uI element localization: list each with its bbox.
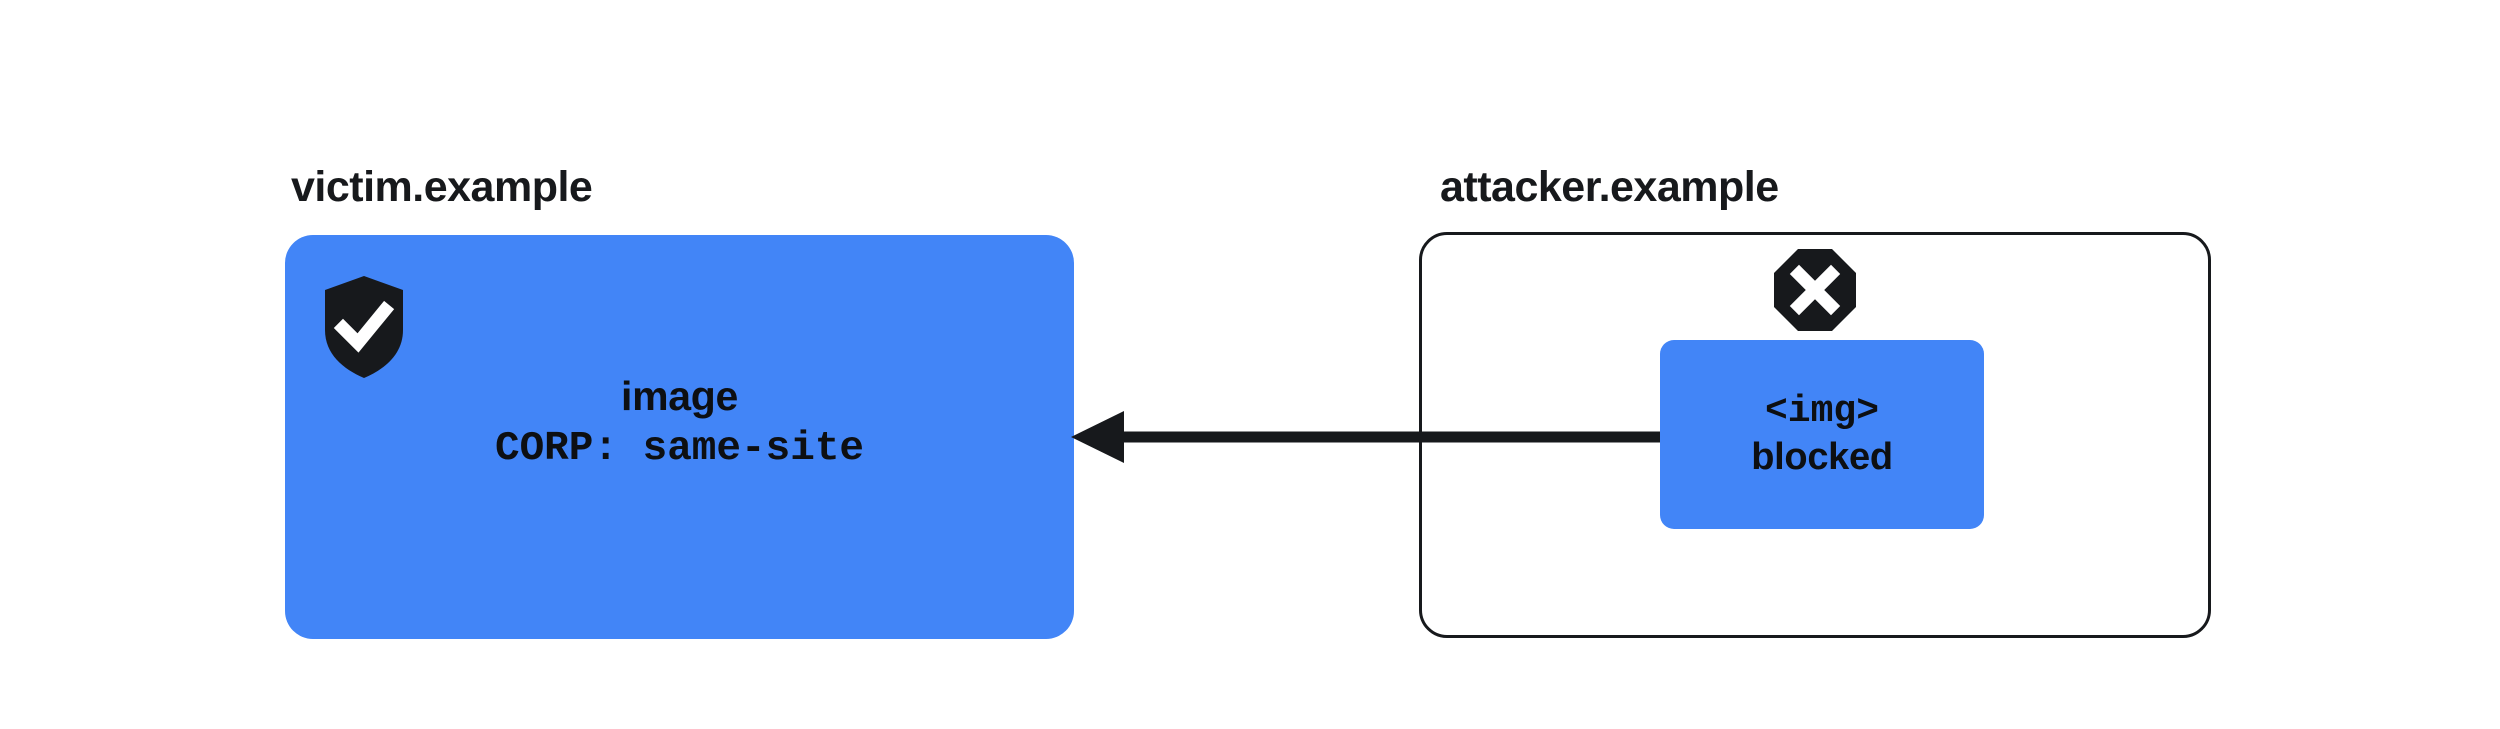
group-box-victim	[285, 235, 1074, 639]
resource-name: image	[621, 373, 738, 419]
resource-corp-header: CORP: same-site	[494, 426, 865, 473]
img-tag-label: <img>	[1764, 389, 1880, 433]
group-label-attacker: attacker.example	[1440, 163, 1779, 211]
img-element-chip: <img> blocked	[1660, 340, 1984, 529]
shield-check-icon	[325, 276, 403, 378]
blocked-request-arrow	[1071, 411, 1660, 463]
img-state-label: blocked	[1751, 435, 1893, 478]
x-octagon-icon	[1774, 249, 1856, 331]
victim-resource-text: image CORP: same-site	[285, 372, 1074, 474]
group-label-victim: victim.example	[291, 163, 593, 211]
